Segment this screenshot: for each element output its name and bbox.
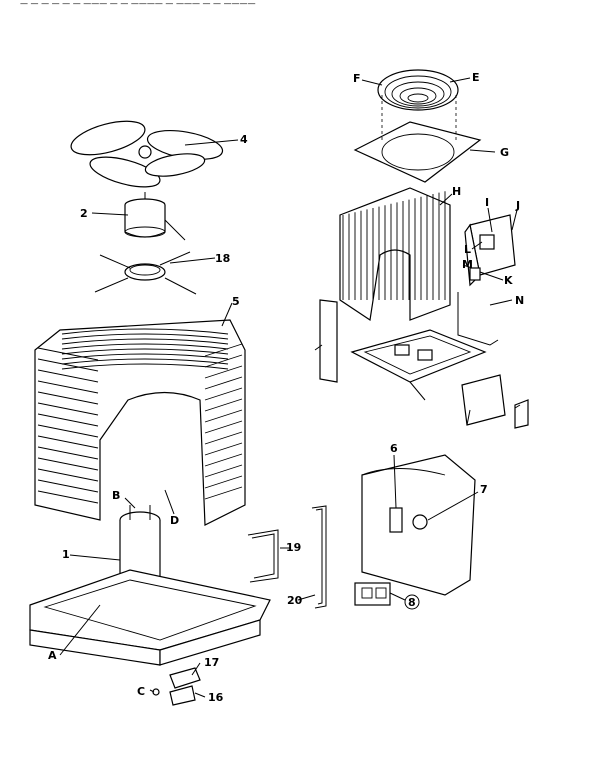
label-18: B <box>112 489 120 502</box>
label-14: 18 <box>215 252 230 265</box>
label-f: J <box>515 199 520 212</box>
coil-fin <box>37 391 99 405</box>
coil-fin <box>204 453 243 467</box>
condenser-coil <box>34 319 246 526</box>
coil-fin <box>204 343 243 357</box>
label-d: H <box>452 185 461 198</box>
coil-d <box>339 187 451 322</box>
coil-fin <box>204 398 243 412</box>
coil-fin <box>61 358 229 365</box>
coil-fin <box>37 435 99 449</box>
label-j: N <box>515 294 524 307</box>
label-e: I <box>485 196 489 209</box>
wire-j <box>457 292 499 346</box>
coil-fin <box>37 402 99 416</box>
coil-fin <box>61 353 229 360</box>
coil-fin <box>204 431 243 445</box>
coil-fin <box>37 468 99 482</box>
coil-fin <box>37 380 99 394</box>
coil-fin <box>204 354 243 368</box>
coil-fin <box>61 328 229 335</box>
leader-lines <box>59 77 521 698</box>
fan-motor <box>124 192 186 241</box>
tube-15 <box>247 529 279 583</box>
header-text: — — — — — — ——— — — ———— — ——— — — ———— <box>20 0 256 8</box>
label-15: 19 <box>286 541 301 554</box>
coil-fin <box>204 387 243 401</box>
label-h: L <box>464 243 471 256</box>
coil-fin <box>37 479 99 493</box>
coil-fin <box>204 409 243 423</box>
bracket-k <box>461 374 529 429</box>
label-6: 6 <box>390 442 398 455</box>
label-c: G <box>500 146 509 159</box>
label-i: M <box>462 258 473 271</box>
label-8-circle <box>404 594 420 610</box>
coil-fin <box>204 376 243 390</box>
base-pan <box>29 569 271 666</box>
coil-fin <box>61 363 229 370</box>
fan-blade <box>70 120 224 188</box>
panel-n <box>319 299 338 383</box>
control-box <box>464 214 516 287</box>
label-19: C <box>137 685 145 698</box>
coil-fin <box>37 490 99 504</box>
label-4: 4 <box>240 133 248 146</box>
label-13: 16 <box>208 691 224 704</box>
coil-fin <box>37 424 99 438</box>
coil-fin <box>61 343 229 350</box>
coil-fin <box>37 457 99 471</box>
callout-labels: 4 2 18 5 B D 1 19 20 A 17 16 C F E G H I… <box>48 71 524 704</box>
service-panel <box>354 454 476 606</box>
coil-fin <box>204 365 243 379</box>
top-panel <box>353 95 482 183</box>
label-20: D <box>170 514 179 527</box>
coil-fin <box>61 338 229 345</box>
coil-fin <box>37 413 99 427</box>
coil-fin <box>61 348 229 355</box>
coil-fin <box>204 420 243 434</box>
fan-guard <box>377 69 459 111</box>
coil-fin <box>204 486 243 500</box>
label-a: E <box>472 71 480 84</box>
label-12: 17 <box>204 656 219 669</box>
label-16: 20 <box>287 594 303 607</box>
base-pan-m <box>350 329 487 383</box>
coil-fin <box>61 333 229 340</box>
label-7: 7 <box>480 483 488 496</box>
coil-fin <box>204 475 243 489</box>
label-b: F <box>353 72 361 85</box>
tube-16 <box>311 505 327 609</box>
valve-bracket <box>152 667 201 706</box>
coil-fin <box>37 446 99 460</box>
coil-fin <box>37 347 99 361</box>
coil-fin <box>37 358 99 372</box>
label-1: 1 <box>62 548 70 561</box>
label-g: K <box>504 274 513 287</box>
label-2: 2 <box>80 207 88 220</box>
label-5: 5 <box>232 295 240 308</box>
coil-fin <box>204 442 243 456</box>
label-8: 8 <box>408 596 416 609</box>
label-17: A <box>48 649 57 662</box>
coil-fin <box>204 464 243 478</box>
coil-fin <box>37 369 99 383</box>
motor-mount <box>94 251 197 295</box>
